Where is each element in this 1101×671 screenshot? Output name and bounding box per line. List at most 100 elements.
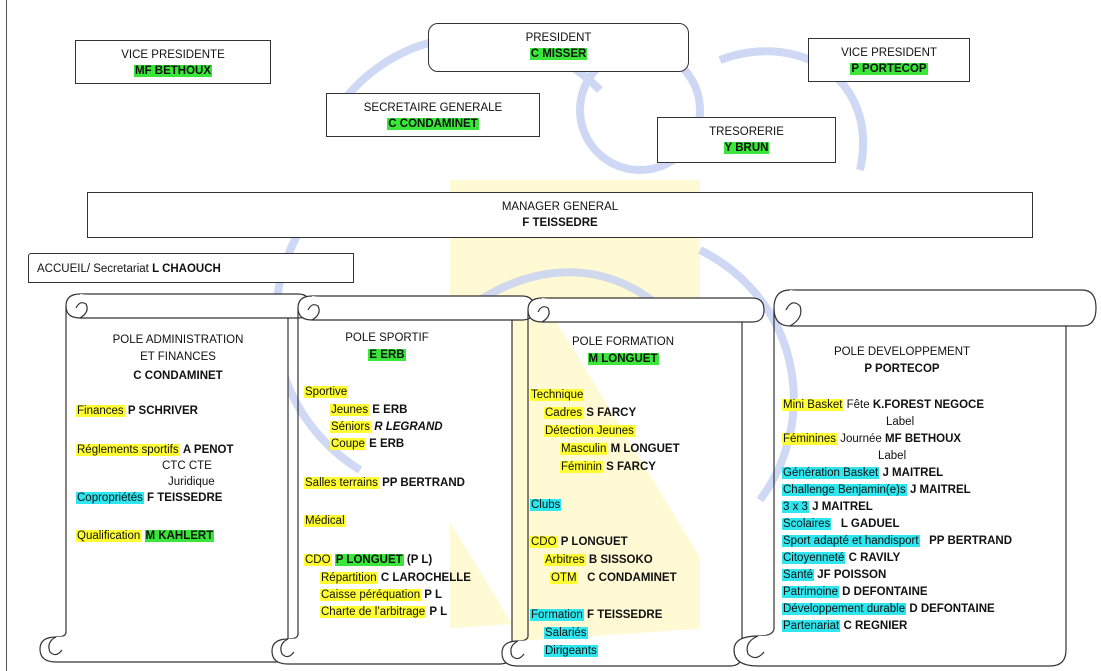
pole-formation-scroll: POLE FORMATION M LONGUET Technique Cadre… bbox=[498, 296, 765, 668]
minibasket-name: K.FOREST NEGOCE bbox=[872, 399, 985, 411]
juridique-text: Juridique bbox=[168, 476, 215, 488]
copro-name: F TEISSEDRE bbox=[147, 492, 223, 504]
qualif-label: Qualification bbox=[76, 530, 142, 542]
pole-sportif-scroll: POLE SPORTIF E ERB Sportive Jeunes E ERB… bbox=[268, 294, 535, 666]
scroll-shape bbox=[501, 297, 765, 667]
pole-admin-head: C CONDAMINET bbox=[133, 370, 223, 382]
charte-label: Charte de l’arbitrage bbox=[320, 606, 427, 618]
scroll-shape bbox=[271, 295, 535, 665]
dirigeants-label: Dirigeants bbox=[544, 645, 598, 657]
manager-name: F TEISSEDRE bbox=[522, 217, 598, 229]
seniors-label: Séniors bbox=[330, 421, 371, 433]
caisse-label: Caisse péréquation bbox=[320, 589, 422, 601]
otm-name: C CONDAMINET bbox=[587, 572, 677, 584]
secretaire-title: SECRETAIRE GENERALE bbox=[363, 102, 503, 114]
masculin-name: M LONGUET bbox=[610, 443, 680, 455]
secretaire-box: SECRETAIRE GENERALE C CONDAMINET bbox=[326, 93, 540, 137]
label1-text: Label bbox=[886, 416, 915, 428]
salles-name: PP BERTRAND bbox=[382, 477, 465, 489]
arbitres-name: B SISSOKO bbox=[588, 554, 653, 566]
formation-name: F TEISSEDRE bbox=[586, 609, 663, 621]
citoyennete-name: C RAVILY bbox=[848, 552, 901, 564]
feminines-label: Féminines bbox=[782, 433, 838, 445]
ctc-text: CTC CTE bbox=[162, 460, 212, 472]
tresorerie-title: TRESORERIE bbox=[709, 126, 784, 138]
salles-label: Salles terrains bbox=[304, 477, 379, 489]
president-name: C MISSER bbox=[529, 48, 588, 60]
formation-label: Formation bbox=[530, 609, 584, 621]
sante-label: Santé bbox=[782, 569, 815, 581]
vice-president-name: P PORTECOP bbox=[850, 63, 928, 75]
sport-label: Sport adapté et handisport bbox=[782, 535, 920, 547]
pole-formation-head: M LONGUET bbox=[587, 353, 659, 365]
finances-name: P SCHRIVER bbox=[127, 405, 198, 417]
seniors-name: R LEGRAND bbox=[374, 421, 443, 433]
president-title: PRESIDENT bbox=[525, 32, 592, 44]
pole-dev-head: P PORTECOP bbox=[864, 363, 940, 375]
patrimoine-label: Patrimoine bbox=[782, 586, 839, 598]
cadres-label: Cadres bbox=[544, 407, 584, 419]
partenariat-label: Partenariat bbox=[782, 620, 841, 632]
sport-name: PP BERTRAND bbox=[929, 535, 1012, 547]
clubs-label: Clubs bbox=[530, 499, 562, 511]
citoyennete-label: Citoyenneté bbox=[782, 552, 846, 564]
scolaires-name: L GADUEL bbox=[840, 518, 900, 530]
qualif-name: M KAHLERT bbox=[144, 530, 215, 542]
detection-label: Détection Jeunes bbox=[544, 425, 635, 437]
cadres-name: S FARCY bbox=[586, 407, 637, 419]
tresorerie-box: TRESORERIE Y BRUN bbox=[657, 117, 836, 163]
charte-name: P L bbox=[429, 606, 448, 618]
minibasket-mid: Fête bbox=[846, 399, 870, 411]
scroll-shape bbox=[39, 293, 311, 663]
challenge-label: Challenge Benjamin(e)s bbox=[782, 484, 907, 496]
pole-sportif-head: E ERB bbox=[368, 349, 406, 361]
accueil-name: L CHAOUCH bbox=[152, 263, 221, 275]
pole-admin-title2: ET FINANCES bbox=[140, 351, 216, 363]
devdurable-name: D DEFONTAINE bbox=[909, 603, 995, 615]
masculin-label: Masculin bbox=[560, 443, 608, 455]
pole-admin-title1: POLE ADMINISTRATION bbox=[112, 334, 244, 346]
sante-name: JF POISSON bbox=[817, 569, 887, 581]
caisse-name: P L bbox=[424, 589, 442, 601]
trois-name: J MAITREL bbox=[812, 501, 873, 513]
generation-label: Génération Basket bbox=[782, 467, 880, 479]
pole-dev-scroll: POLE DEVELOPPEMENT P PORTECOP Mini Baske… bbox=[730, 288, 1098, 668]
vice-president-box: VICE PRESIDENT P PORTECOP bbox=[808, 38, 970, 82]
finances-label: Finances bbox=[76, 405, 125, 417]
jeunes-label: Jeunes bbox=[330, 404, 370, 416]
left-margin-line bbox=[6, 0, 7, 671]
vice-presidente-box: VICE PRESIDENTE MF BETHOUX bbox=[75, 40, 271, 84]
partenariat-name: C REGNIER bbox=[843, 620, 908, 632]
vice-presidente-title: VICE PRESIDENTE bbox=[121, 49, 225, 61]
feminin-label: Féminin bbox=[560, 461, 603, 473]
patrimoine-name: D DEFONTAINE bbox=[842, 586, 928, 598]
feminines-name: MF BETHOUX bbox=[885, 433, 962, 445]
coupe-name: E ERB bbox=[369, 438, 405, 450]
otm-label: OTM bbox=[550, 572, 578, 584]
scroll-shape bbox=[733, 289, 1097, 667]
feminines-mid: Journée bbox=[840, 433, 882, 445]
vice-president-title: VICE PRESIDENT bbox=[841, 47, 937, 59]
secretaire-name: C CONDAMINET bbox=[387, 118, 479, 130]
salaries-label: Salariés bbox=[544, 627, 588, 639]
vice-presidente-name: MF BETHOUX bbox=[133, 65, 213, 77]
arbitres-label: Arbitres bbox=[544, 554, 586, 566]
manager-title: MANAGER GENERAL bbox=[501, 201, 619, 213]
minibasket-label: Mini Basket bbox=[782, 399, 844, 411]
technique-label: Technique bbox=[530, 389, 585, 401]
feminin-name: S FARCY bbox=[606, 461, 656, 473]
cdo-suffix: (P L) bbox=[406, 554, 433, 566]
label2-text: Label bbox=[878, 450, 907, 462]
reglements-name: A PENOT bbox=[182, 444, 234, 456]
accueil-label: ACCUEIL/ Secretariat bbox=[37, 263, 149, 275]
cdo-name: P LONGUET bbox=[334, 554, 404, 566]
coupe-label: Coupe bbox=[330, 438, 366, 450]
repartition-label: Répartition bbox=[320, 572, 378, 584]
trois-label: 3 x 3 bbox=[782, 501, 809, 513]
challenge-name: J MAITREL bbox=[909, 484, 971, 496]
cdo-formation-name: P LONGUET bbox=[560, 536, 628, 548]
president-box: PRESIDENT C MISSER bbox=[428, 23, 689, 72]
reglements-label: Réglements sportifs bbox=[76, 444, 180, 456]
cdo-label: CDO bbox=[304, 554, 332, 566]
sportive-label: Sportive bbox=[304, 386, 349, 398]
